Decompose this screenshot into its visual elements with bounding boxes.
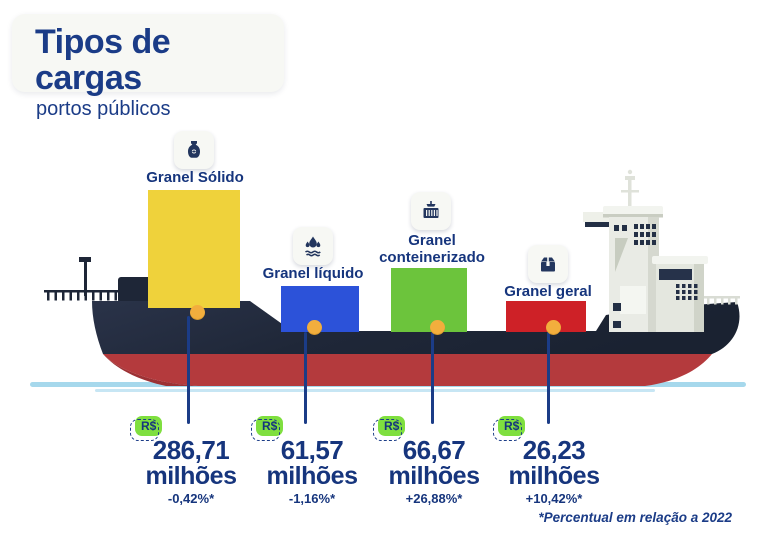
cargo-block-granel-solido (148, 190, 240, 308)
connector-line (431, 332, 434, 424)
cargo-label-granel-solido: Granel Sólido (146, 169, 244, 186)
cargo-value: 66,67 (402, 435, 466, 465)
connector-line (187, 316, 190, 424)
hull-lower (103, 354, 712, 386)
sack-icon (188, 141, 200, 158)
value-group-granel-liquido: R$ 61,57 milhões -1,16%* (232, 416, 392, 506)
currency-badge: R$ (498, 416, 526, 436)
water-reflection (95, 389, 655, 392)
cargo-change: -0,42%* (167, 491, 215, 507)
ship-bridge-tower (603, 206, 663, 332)
marker-dot (430, 320, 445, 335)
cargo-value: 26,23 (522, 435, 586, 465)
cargo-unit: milhões (266, 462, 358, 490)
value-group-granel-conteinerizado: R$ 66,67 milhões +26,88%* (354, 416, 514, 506)
cargo-icon-tile (293, 227, 333, 265)
cargo-unit: milhões (388, 462, 480, 490)
cargo-value: 286,71 (152, 435, 230, 465)
hull-upper (92, 301, 740, 354)
cargo-block-granel-conteinerizado (391, 268, 467, 332)
currency-badge: R$ (378, 416, 406, 436)
cargo-value: 61,57 (280, 435, 344, 465)
footnote: *Percentual em relação a 2022 (538, 510, 732, 525)
marker-dot (190, 305, 205, 320)
cargo-unit: milhões (145, 462, 237, 490)
connector-line (547, 332, 550, 424)
value-group-granel-solido: R$ 286,71 milhões -0,42%* (111, 416, 271, 506)
title-card: Tipos de cargas portos públicos (12, 14, 284, 120)
container-icon (423, 201, 439, 218)
value-group-granel-geral: R$ 26,23 milhões +10,42%* (474, 416, 634, 506)
ship-mast (621, 169, 639, 212)
cargo-label-granel-conteinerizado: Granel conteinerizado (379, 232, 485, 266)
marker-dot (546, 320, 561, 335)
page-subtitle: portos públicos (36, 98, 171, 121)
currency-badge: R$ (135, 416, 163, 436)
box-icon (541, 257, 555, 272)
cargo-change: -1,16%* (288, 491, 336, 507)
connector-line (304, 332, 307, 424)
cargo-icon-tile (528, 245, 568, 283)
cargo-change: +26,88%* (405, 491, 463, 507)
page-title: Tipos de cargas (35, 23, 171, 97)
cargo-label-granel-geral: Granel geral (504, 283, 592, 300)
cargo-icon-tile (174, 131, 214, 169)
marker-dot (307, 320, 322, 335)
cargo-label-granel-liquido: Granel líquido (262, 265, 364, 282)
currency-badge: R$ (256, 416, 284, 436)
ship-deckhouse (652, 256, 708, 332)
cargo-change: +10,42%* (525, 491, 583, 507)
cargo-icon-tile (411, 192, 451, 230)
cargo-unit: milhões (508, 462, 600, 490)
droplets-icon (305, 236, 321, 257)
